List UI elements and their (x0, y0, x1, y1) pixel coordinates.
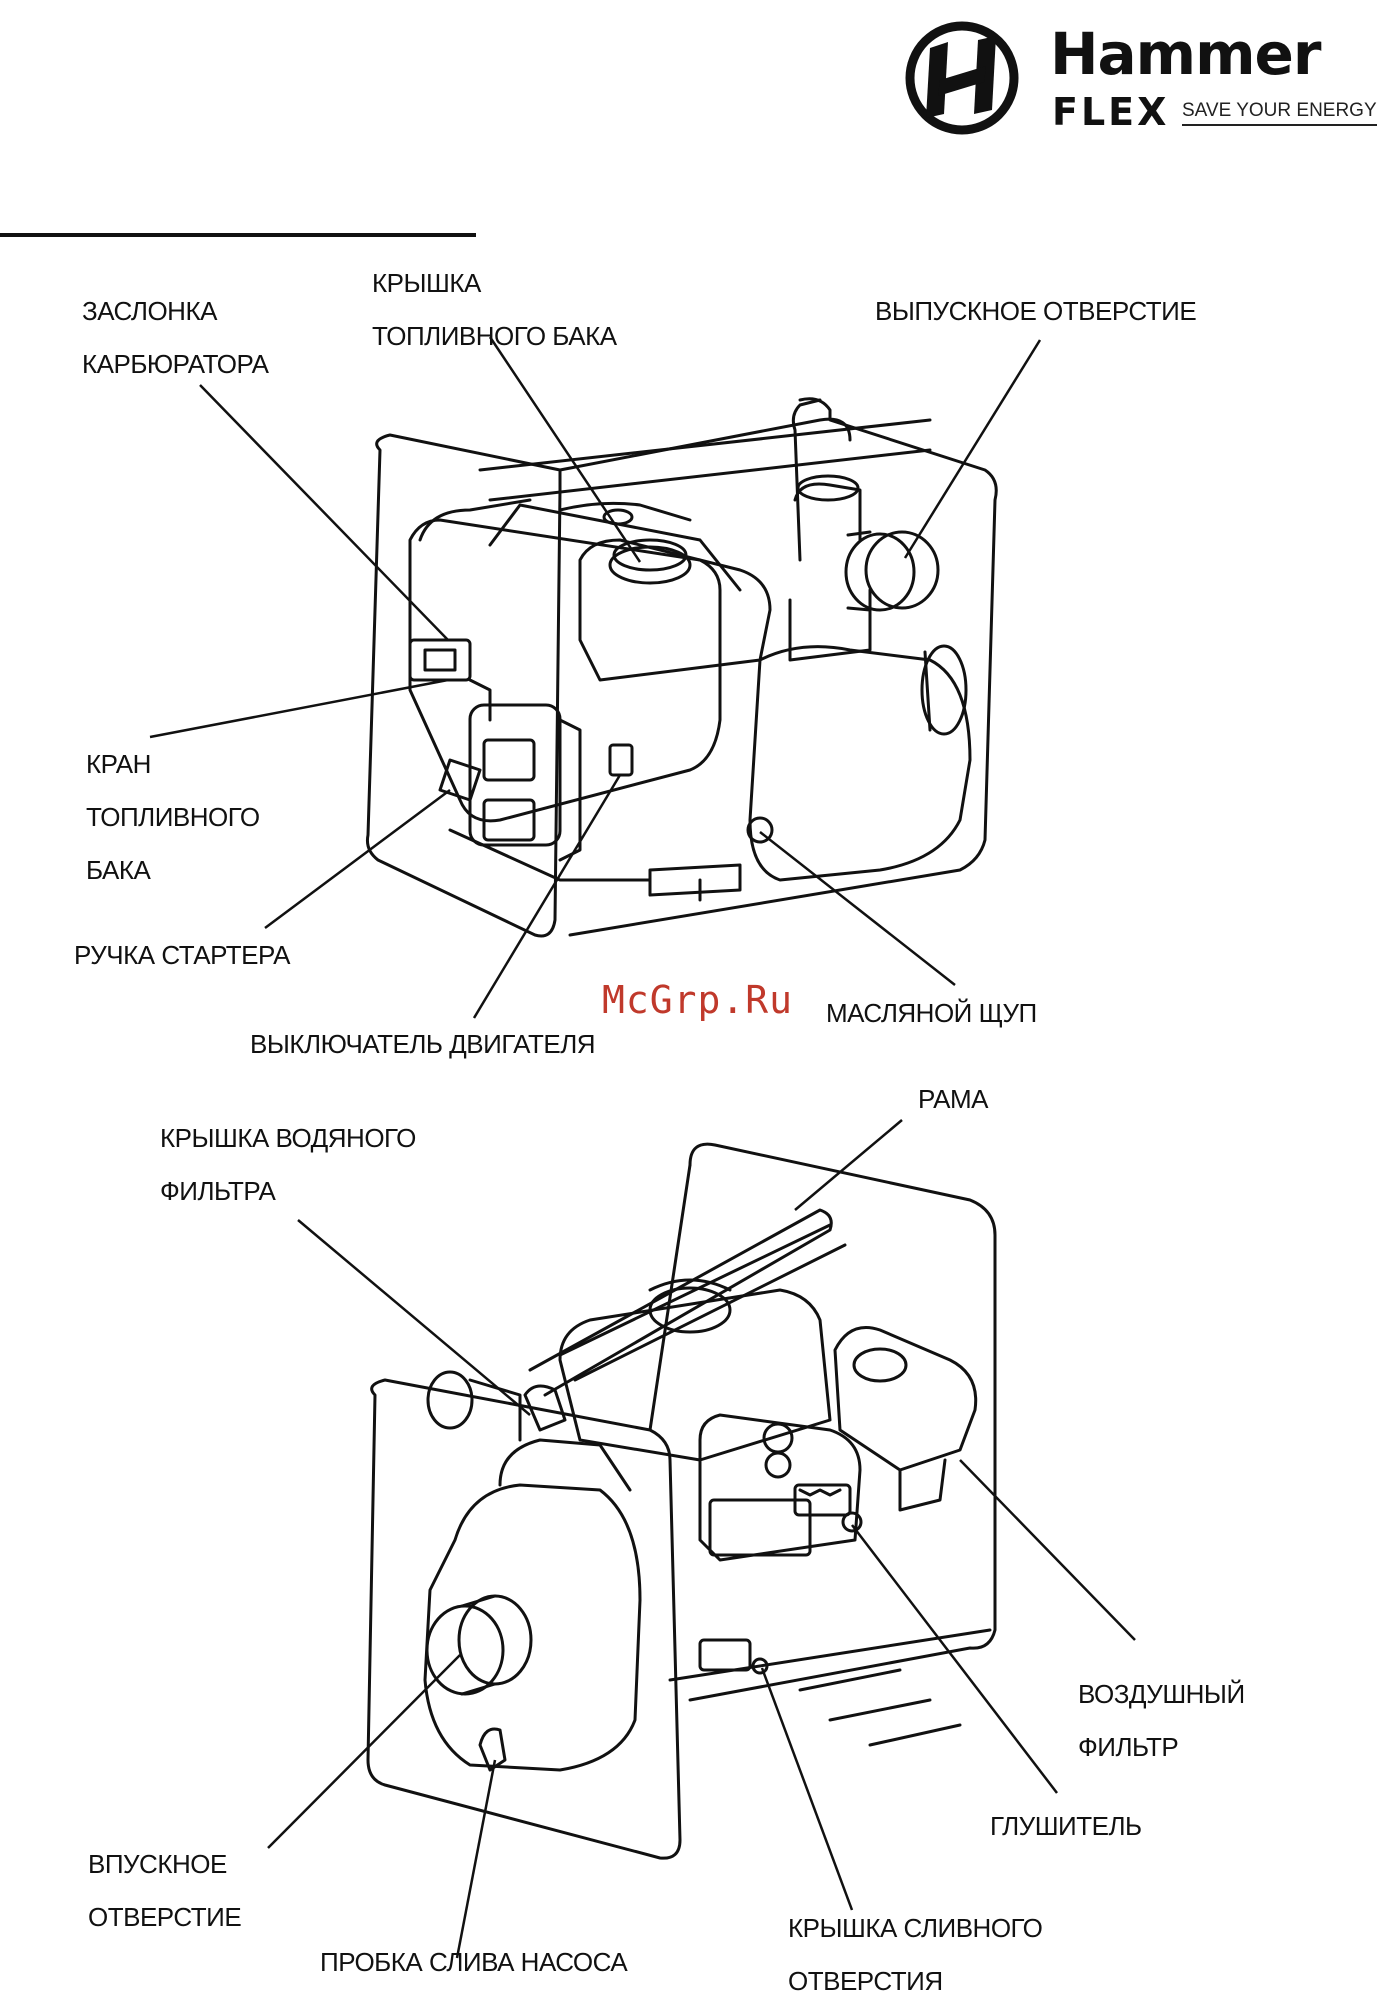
label-muffler: ГЛУШИТЕЛЬ (990, 1800, 1142, 1853)
label-fuel-valve-line1: КРАН (86, 738, 260, 791)
label-pump-drain-plug: ПРОБКА СЛИВА НАСОСА (320, 1936, 627, 1989)
leader-fuel-cap (490, 337, 640, 562)
label-fuel-valve-line2: ТОПЛИВНОГО (86, 791, 260, 844)
label-air-filter-line1: ВОЗДУШНЫЙ (1078, 1668, 1245, 1721)
label-air-filter-line2: ФИЛЬТР (1078, 1721, 1245, 1774)
label-starter: РУЧКА СТАРТЕРА (74, 929, 290, 982)
label-outlet-line1: ВЫПУСКНОЕ ОТВЕРСТИЕ (875, 285, 1196, 338)
label-fuel-cap-line1: КРЫШКА (372, 257, 617, 310)
label-dipstick: МАСЛЯНОЙ ЩУП (826, 987, 1037, 1040)
leader-outlet (905, 340, 1040, 558)
label-dipstick-line1: МАСЛЯНОЙ ЩУП (826, 987, 1037, 1040)
leader-starter (265, 790, 450, 928)
leader-air-filter (960, 1460, 1135, 1640)
label-engine-switch-line1: ВЫКЛЮЧАТЕЛЬ ДВИГАТЕЛЯ (250, 1018, 595, 1071)
leader-fuel-valve (150, 680, 448, 737)
label-drain-cap-line1: КРЫШКА СЛИВНОГО (788, 1902, 1042, 1955)
leader-engine-switch (474, 775, 620, 1018)
watermark: McGrp.Ru (602, 978, 793, 1022)
label-fuel-valve: КРАН ТОПЛИВНОГО БАКА (86, 738, 260, 897)
label-inlet-line1: ВПУСКНОЕ (88, 1838, 241, 1891)
label-fuel-cap-line2: ТОПЛИВНОГО БАКА (372, 310, 617, 363)
label-engine-switch: ВЫКЛЮЧАТЕЛЬ ДВИГАТЕЛЯ (250, 1018, 595, 1071)
label-starter-line1: РУЧКА СТАРТЕРА (74, 929, 290, 982)
label-muffler-line1: ГЛУШИТЕЛЬ (990, 1800, 1142, 1853)
label-outlet: ВЫПУСКНОЕ ОТВЕРСТИЕ (875, 285, 1196, 338)
label-frame-line1: РАМА (918, 1073, 988, 1126)
leader-drain-cap (762, 1668, 852, 1910)
label-water-filter-cap-line2: ФИЛЬТРА (160, 1165, 416, 1218)
label-frame: РАМА (918, 1073, 988, 1126)
leader-pump-drain-plug (457, 1760, 495, 1958)
leader-choke (200, 385, 448, 640)
label-drain-cap: КРЫШКА СЛИВНОГО ОТВЕРСТИЯ (788, 1902, 1042, 2008)
leader-inlet (268, 1655, 460, 1848)
label-choke: ЗАСЛОНКА КАРБЮРАТОРА (82, 285, 268, 391)
label-fuel-cap: КРЫШКА ТОПЛИВНОГО БАКА (372, 257, 617, 363)
label-choke-line2: КАРБЮРАТОРА (82, 338, 268, 391)
label-pump-drain-plug-line1: ПРОБКА СЛИВА НАСОСА (320, 1936, 627, 1989)
label-water-filter-cap-line1: КРЫШКА ВОДЯНОГО (160, 1112, 416, 1165)
bottom-pump-drawing (368, 1144, 995, 1858)
top-pump-drawing (367, 399, 996, 936)
label-drain-cap-line2: ОТВЕРСТИЯ (788, 1955, 1042, 2008)
label-inlet-line2: ОТВЕРСТИЕ (88, 1891, 241, 1944)
label-choke-line1: ЗАСЛОНКА (82, 285, 268, 338)
label-inlet: ВПУСКНОЕ ОТВЕРСТИЕ (88, 1838, 241, 1944)
leader-muffler (852, 1525, 1057, 1793)
top-leader-lines (150, 337, 1040, 1018)
label-fuel-valve-line3: БАКА (86, 844, 260, 897)
label-water-filter-cap: КРЫШКА ВОДЯНОГО ФИЛЬТРА (160, 1112, 416, 1218)
label-air-filter: ВОЗДУШНЫЙ ФИЛЬТР (1078, 1668, 1245, 1774)
